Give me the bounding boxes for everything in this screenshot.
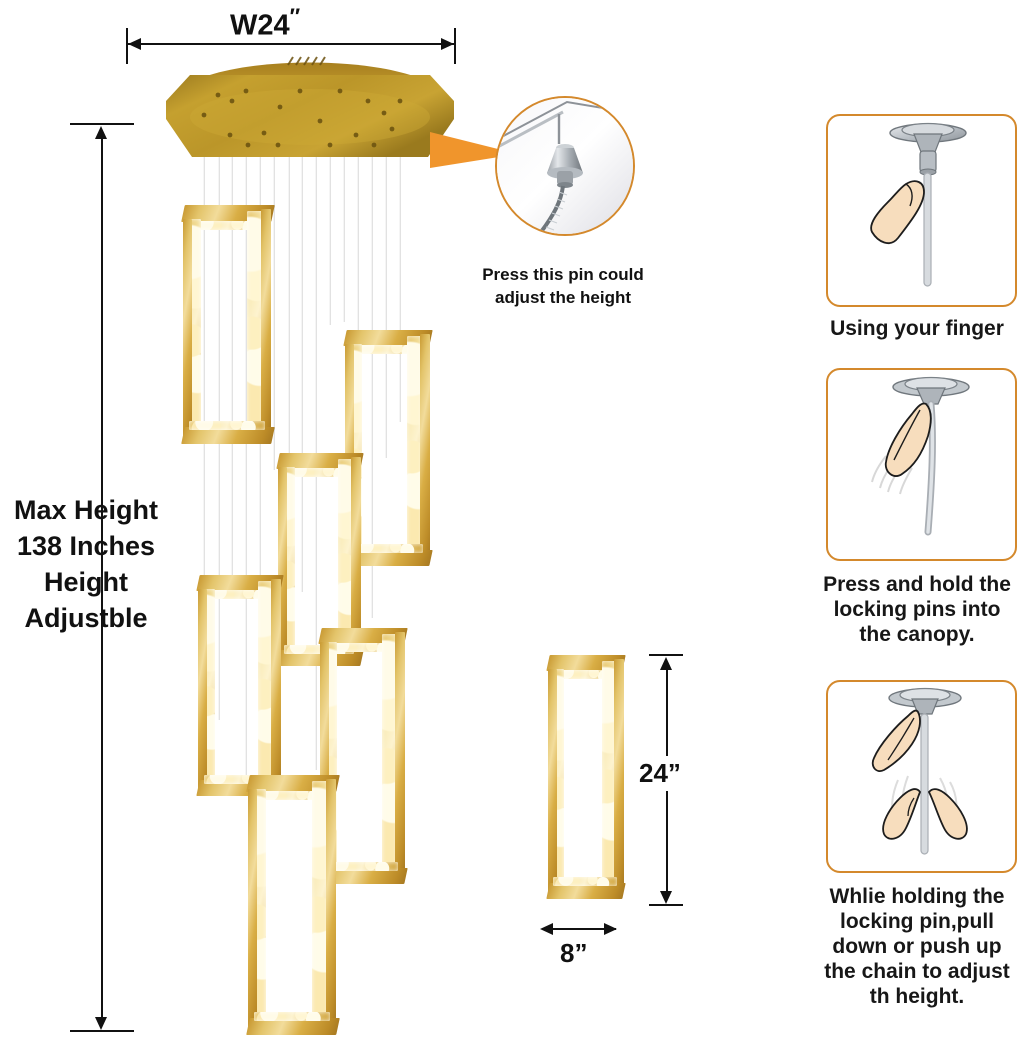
module-height-label: 24” — [636, 756, 684, 791]
pendant-frame-4 — [196, 575, 284, 805]
wire — [273, 155, 275, 470]
module-height-dimension-group: 24” — [636, 648, 715, 918]
wire — [371, 118, 373, 618]
height-adjustable-line1: Height — [44, 567, 128, 597]
wire — [245, 150, 247, 790]
width-arrowhead-right — [441, 38, 454, 50]
pin-caption-line1: Press this pin could — [482, 265, 644, 284]
wire — [288, 112, 290, 464]
wire — [218, 110, 220, 720]
width-arrowhead-left — [128, 38, 141, 50]
height-arrowhead-bottom — [95, 1017, 107, 1030]
module-height-arrow-top — [660, 657, 672, 670]
pendant-frame-1 — [181, 205, 275, 452]
instruction-panel-1 — [826, 114, 1017, 307]
height-arrow-line — [101, 134, 103, 1022]
max-height-label-line2: 138 Inches — [16, 531, 156, 561]
module-height-arrow-bottom — [660, 891, 672, 904]
sample-frame — [546, 655, 626, 907]
module-width-arrow-left — [540, 923, 553, 935]
suspension-wires-group — [203, 110, 401, 900]
module-width-arrow-right — [604, 923, 617, 935]
pendant-frame-3 — [276, 453, 364, 675]
max-height-dimension-group — [40, 118, 180, 1043]
instruction-caption-2: Press and hold the locking pins into the… — [810, 572, 1024, 647]
width-dimension-group: W24″ — [120, 4, 466, 64]
wire — [259, 120, 261, 900]
max-height-text-block: Max Height 138 Inches Height Adjustble — [0, 492, 172, 636]
instruction-caption-3-line3: down or push up — [832, 935, 1002, 958]
module-width-label: 8” — [560, 938, 588, 968]
single-pendant-sample — [540, 645, 720, 965]
wire — [399, 122, 401, 422]
instruction-caption-3-line4: the chain to adjust — [824, 960, 1010, 983]
pin-instruction-caption: Press this pin could adjust the height — [440, 263, 686, 309]
pin-caption-line2: adjust the height — [495, 288, 631, 307]
finger-pressing-locking-pin-icon — [871, 376, 970, 536]
finger-pointing-at-canopy-pin-icon — [870, 122, 967, 287]
instruction-caption-1: Using your finger — [830, 317, 1004, 340]
wire — [231, 125, 233, 580]
height-tick-top — [70, 123, 134, 125]
wire — [329, 150, 331, 325]
two-fingers-pulling-chain-icon — [871, 687, 968, 855]
height-arrowhead-top — [95, 126, 107, 139]
wire — [203, 118, 205, 588]
width-arrow-line — [128, 43, 454, 45]
wire — [343, 112, 345, 322]
canopy-anchor — [201, 88, 403, 148]
max-height-label-line1: Max Height — [13, 495, 159, 525]
instruction-caption-3: Whlie holding the locking pin,pull down … — [810, 884, 1024, 1009]
height-tick-bottom — [70, 1030, 134, 1032]
width-tick-right — [454, 28, 456, 64]
wire — [385, 148, 387, 458]
locking-pin-closeup-icon — [497, 98, 633, 234]
width-tick-left — [126, 28, 128, 64]
instruction-caption-3-line2: locking pin,pull — [840, 910, 994, 933]
callout-pointer — [430, 128, 520, 193]
instruction-caption-2-line2: locking pins into — [833, 598, 1001, 621]
wire — [315, 120, 317, 770]
wire — [301, 152, 303, 592]
instruction-panel-3 — [826, 680, 1017, 873]
locking-pin-magnifier — [495, 96, 635, 236]
instruction-caption-2-line3: the canopy. — [859, 623, 975, 646]
module-width-line — [544, 928, 616, 930]
instruction-caption-3-line1: Whlie holding the — [829, 885, 1005, 908]
pendant-frame-6 — [246, 775, 340, 1043]
module-height-tick-bottom — [649, 904, 683, 906]
width-dimension-label: W24″ — [230, 4, 301, 42]
ceiling-canopy — [160, 45, 460, 175]
instruction-panel-2 — [826, 368, 1017, 561]
canopy-shape — [166, 56, 454, 157]
chandelier-illustration — [160, 45, 460, 1043]
instruction-caption-3-line5: th height. — [869, 985, 965, 1008]
pointer-cone-shape — [430, 132, 518, 168]
module-width-dimension-group: 8” — [532, 918, 642, 978]
module-height-tick-top — [649, 654, 683, 656]
height-adjustable-line2: Adjustble — [24, 603, 148, 633]
instruction-caption-2-line1: Press and hold the — [823, 573, 1011, 596]
